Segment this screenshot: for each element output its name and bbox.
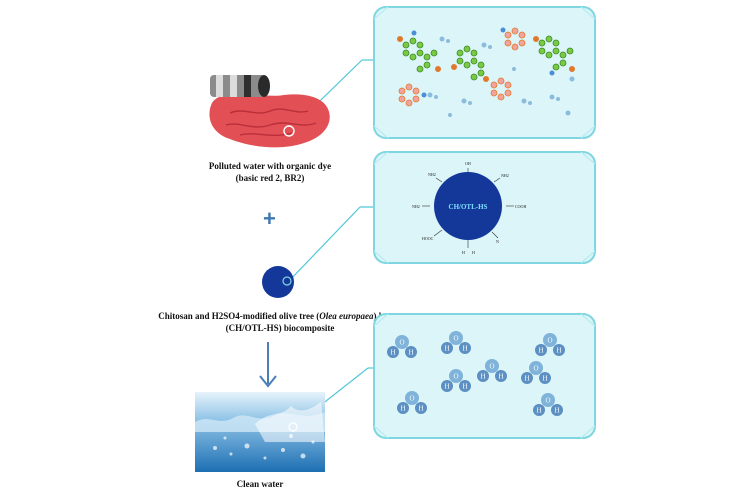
sphere <box>434 172 502 240</box>
oxygen-atom <box>449 369 463 383</box>
hydrogen-label: H <box>418 405 423 413</box>
panel-dye-molecules <box>373 6 596 139</box>
zoom-marker <box>288 422 298 432</box>
hydrogen-label: H <box>462 383 467 391</box>
hydrogen-label: H <box>498 373 503 381</box>
oxygen-atom <box>529 361 543 375</box>
water-molecule: OH H <box>535 333 565 356</box>
oxygen-atom <box>543 333 557 347</box>
down-arrow-icon <box>259 342 277 388</box>
group-h2: H <box>472 250 475 255</box>
plus-sign: + <box>263 206 276 231</box>
hydrogen-atom <box>539 372 551 384</box>
sphere-label: CH/OTL-HS <box>449 203 488 211</box>
hydrogen-atom <box>441 380 453 392</box>
polluted-water-caption: Polluted water with organic dye (basic r… <box>200 160 340 184</box>
water-molecule: OH H <box>441 369 471 392</box>
hydrogen-label: H <box>408 349 413 357</box>
dye-fragment <box>490 77 512 101</box>
group-nh2-left: NH2 <box>428 172 436 177</box>
oxygen-atom <box>485 359 499 373</box>
dye-molecule <box>533 35 575 76</box>
clean-water-caption: Clean water <box>236 479 284 489</box>
group-cooh: COOH <box>515 204 526 209</box>
oxygen-label: O <box>453 335 458 343</box>
dye-molecule <box>397 30 441 73</box>
hydrogen-atom <box>459 380 471 392</box>
polluted-water-illustration <box>209 75 330 148</box>
hydrogen-atom <box>387 346 399 358</box>
hydrogen-atom <box>397 402 409 414</box>
hydrogen-label: H <box>556 347 561 355</box>
biocomposite-caption-line2: (CH/OTL-HS) biocomposite <box>225 323 335 333</box>
dye-fragment <box>398 83 427 107</box>
zoom-marker <box>283 125 295 137</box>
biocomposite-caption: Chitosan and H2SO4-modified olive tree (… <box>150 310 410 334</box>
group-oh: OH <box>465 161 471 166</box>
oxygen-label: O <box>453 373 458 381</box>
water-molecule: OH H <box>477 359 507 382</box>
hydrogen-atom <box>535 344 547 356</box>
hydrogen-label: H <box>390 349 395 357</box>
oxygen-atom <box>449 331 463 345</box>
hydrogen-atom <box>533 404 545 416</box>
hydrogen-label: H <box>542 375 547 383</box>
water-molecule: OH H <box>521 361 551 384</box>
caption-pre: Chitosan and H2SO4-modified olive tree ( <box>158 311 320 321</box>
group-hooc: HOOC <box>422 236 434 241</box>
hydrogen-label: H <box>536 407 541 415</box>
biocomposite-caption-line1: Chitosan and H2SO4-modified olive tree (… <box>150 310 410 322</box>
water-molecule: OH H <box>397 391 427 414</box>
oxygen-atom <box>405 391 419 405</box>
water-molecule: OH H <box>533 393 563 416</box>
biocomposite-sphere-small <box>262 266 294 298</box>
dye-puddle <box>209 92 330 148</box>
hydrogen-label: H <box>400 405 405 413</box>
hydrogen-label: H <box>444 383 449 391</box>
hydrogen-atom <box>521 372 533 384</box>
hydrogen-atom <box>495 370 507 382</box>
group-h1: H <box>462 250 465 255</box>
hydrogen-label: H <box>524 375 529 383</box>
hydrogen-atom <box>415 402 427 414</box>
dye-molecule <box>451 45 489 82</box>
hydrogen-label: H <box>462 345 467 353</box>
pipe-outlet <box>210 75 270 97</box>
hydrogen-label: H <box>480 373 485 381</box>
hydrogen-label: H <box>554 407 559 415</box>
hydrogen-atom <box>477 370 489 382</box>
caption-species: Olea europaea <box>319 311 374 321</box>
oxygen-label: O <box>489 363 494 371</box>
hydrogen-atom <box>441 342 453 354</box>
hydrogen-atom <box>551 404 563 416</box>
hydrogen-atom <box>553 344 565 356</box>
oxygen-atom <box>395 335 409 349</box>
water-molecule: OH H <box>387 335 417 358</box>
hydrogen-atom <box>405 346 417 358</box>
oxygen-label: O <box>545 397 550 405</box>
polluted-caption-line2: (basic red 2, BR2) <box>235 173 305 183</box>
oxygen-label: O <box>547 337 552 345</box>
hydrogen-label: H <box>444 345 449 353</box>
clean-water-illustration <box>195 392 325 472</box>
oxygen-atom <box>541 393 555 407</box>
panel-biocomposite: CH/OTL-HS OH NH2 NH2 NH2 COOH HOOC N H H <box>373 151 596 264</box>
group-nh2-right: NH2 <box>501 173 509 178</box>
hydrogen-label: H <box>538 347 543 355</box>
hydrogen-atom <box>459 342 471 354</box>
group-nh2-mid: NH2 <box>412 204 420 209</box>
oxygen-label: O <box>399 339 404 347</box>
polluted-caption-line1: Polluted water with organic dye <box>208 161 332 171</box>
water-dots <box>427 36 575 117</box>
water-molecule: OH H <box>441 331 471 354</box>
oxygen-label: O <box>409 395 414 403</box>
dye-fragment <box>500 27 526 51</box>
group-n: N <box>496 239 499 244</box>
oxygen-label: O <box>533 365 538 373</box>
